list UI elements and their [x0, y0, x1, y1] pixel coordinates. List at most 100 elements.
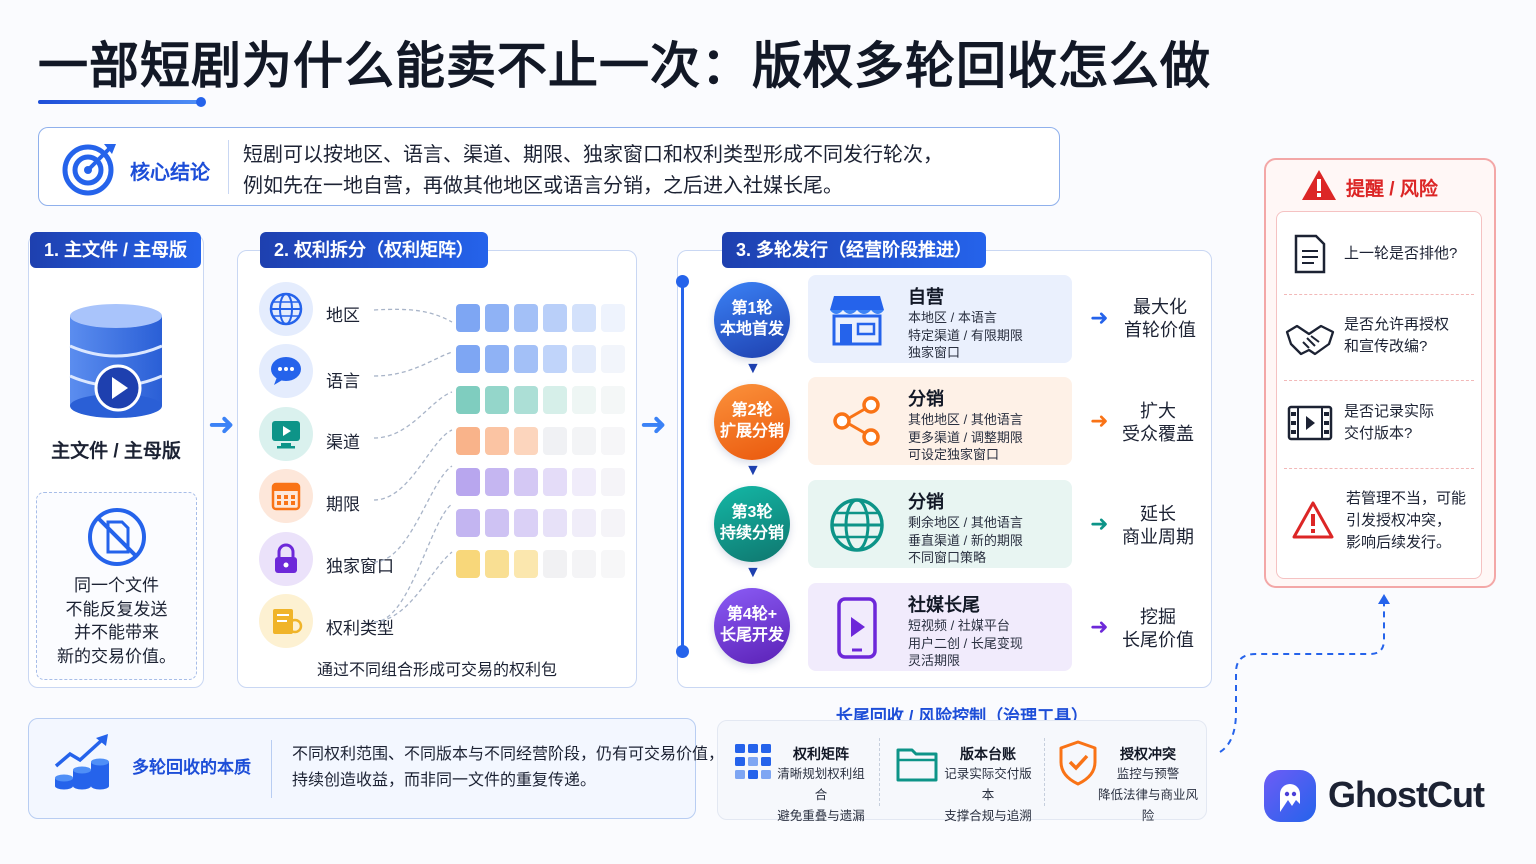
round-4-number: 第4轮+: [726, 606, 778, 623]
master-file-label: 主文件 / 主母版: [51, 441, 181, 462]
round-2-stage: 扩展分销: [719, 423, 784, 440]
rights-caption: 通过不同组合形成可交易的权利包: [316, 662, 557, 679]
tool-2-line-2: 支撑合规与追溯: [944, 809, 1032, 823]
round-4-title: 社媒长尾: [908, 595, 980, 615]
round-4-line-1: 短视频 / 社媒平台: [908, 618, 1010, 633]
essence-line-1: 不同权利范围、不同版本与不同经营阶段，仍有可交易价值，: [292, 746, 725, 763]
round-1-line-3: 独家窗口: [908, 345, 961, 360]
round-3-line-2: 垂直渠道 / 新的期限: [908, 532, 1023, 548]
round-3-line-1: 剩余地区 / 其他语言: [908, 515, 1023, 530]
rights-connector-lines: [373, 308, 453, 623]
round-2-line-2: 更多渠道 / 调整期限: [908, 429, 1023, 445]
round-2-line-3: 可设定独家窗口: [908, 447, 1000, 462]
core-line-2: 例如先在一地自营，再做其他地区或语言分销，之后进入社媒长尾。: [243, 175, 843, 197]
arrow-right-icon: ➜: [1090, 511, 1109, 536]
round-3-outcome-2: 商业周期: [1122, 527, 1194, 547]
essence-text: 不同权利范围、不同版本与不同经营阶段，仍有可交易价值， 持续创造收益，而非同一文…: [292, 742, 724, 794]
tool-license-conflict: 授权冲突 监控与预警 降低法律与商业风险: [1094, 744, 1202, 827]
round-1-line-1: 本地区 / 本语言: [908, 310, 997, 325]
core-line-1: 短剧可以按地区、语言、渠道、期限、独家窗口和权利类型形成不同发行轮次，: [243, 144, 943, 166]
round-4-line-3: 灵活期限: [908, 653, 961, 668]
ghostcut-logo-icon: [1264, 770, 1316, 822]
risk-header: 提醒 / 风险: [1346, 179, 1438, 200]
warning-icon: [1292, 501, 1334, 539]
risk-item-4-line-1: 若管理不当，可能: [1346, 490, 1467, 507]
chat-bubble-icon: [259, 344, 313, 398]
risk-item-4: 若管理不当，可能 引发授权冲突， 影响后续发行。: [1346, 488, 1466, 554]
round-3-number: 第3轮: [731, 504, 773, 521]
rights-item-channel: 渠道: [326, 433, 360, 452]
tool-3-title: 授权冲突: [1120, 746, 1176, 762]
target-icon: [62, 144, 116, 196]
round-1-title: 自营: [908, 287, 944, 307]
arrow-right-icon: ➜: [640, 406, 667, 442]
arrow-down-icon: ▼: [745, 462, 761, 479]
risk-item-3-line-1: 是否记录实际: [1344, 403, 1435, 420]
storefront-icon: [830, 296, 884, 346]
essence-divider: [271, 740, 272, 798]
risk-item-1: 上一轮是否排他?: [1344, 245, 1458, 262]
grid-matrix-icon: [735, 744, 771, 779]
round-3-line-3: 不同窗口策略: [908, 550, 987, 565]
risk-item-2-line-1: 是否允许再授权: [1344, 316, 1450, 333]
tool-rights-matrix: 权利矩阵 清晰规划权利组合 避免重叠与遗漏: [776, 744, 866, 827]
tool-divider: [879, 738, 880, 806]
core-conclusion-box: [38, 127, 1060, 206]
rights-item-language: 语言: [326, 372, 360, 391]
round-3-detail: 分销 剩余地区 / 其他语言 垂直渠道 / 新的期限 不同窗口策略: [908, 488, 1023, 567]
tool-3-line-1: 监控与预警: [1116, 767, 1180, 781]
smartphone-icon: [837, 597, 877, 659]
round-2-title: 分销: [908, 389, 944, 409]
rights-matrix: [456, 304, 625, 578]
risk-item-3: 是否记录实际 交付版本?: [1344, 401, 1434, 445]
tools-box: [717, 720, 1207, 820]
section-2-header: 2. 权利拆分（权利矩阵）: [260, 232, 489, 268]
tool-1-title: 权利矩阵: [793, 746, 849, 762]
risk-divider: [1284, 380, 1474, 381]
risk-item-3-line-2: 交付版本?: [1344, 425, 1413, 442]
risk-item-4-line-3: 影响后续发行。: [1346, 534, 1452, 551]
timeline-start-dot: [676, 275, 689, 288]
rights-item-region: 地区: [326, 306, 360, 325]
round-4-line-2: 用户二创 / 长尾变现: [908, 635, 1023, 651]
film-icon: [1287, 405, 1333, 441]
section-3-header: 3. 多轮发行（经营阶段推进）: [722, 232, 987, 268]
tool-2-title: 版本台账: [960, 746, 1016, 762]
round-3-outcome: 延长 商业周期: [1108, 503, 1208, 549]
round-2-card: [808, 377, 1072, 465]
essence-box: [28, 718, 696, 819]
core-conclusion-text: 短剧可以按地区、语言、渠道、期限、独家窗口和权利类型形成不同发行轮次， 例如先在…: [243, 140, 943, 202]
round-1-outcome-1: 最大化: [1133, 297, 1187, 317]
tool-1-line-1: 清晰规划权利组合: [777, 767, 865, 802]
tool-1-line-2: 避免重叠与遗漏: [777, 809, 865, 823]
round-4-detail: 社媒长尾 短视频 / 社媒平台 用户二创 / 长尾变现 灵活期限: [908, 591, 1023, 670]
handshake-icon: [1285, 324, 1335, 356]
rights-item-rights-type: 权利类型: [326, 619, 394, 638]
round-3-title: 分销: [908, 492, 944, 512]
section-1-header: 1. 主文件 / 主母版: [30, 232, 202, 268]
globe-icon: [259, 282, 313, 336]
tool-version-ledger: 版本台账 记录实际交付版本 支撑合规与追溯: [940, 744, 1036, 827]
arrow-down-icon: ▼: [745, 360, 761, 377]
document-icon: [1294, 234, 1326, 274]
share-icon: [833, 396, 880, 446]
round-4-stage: 长尾开发: [719, 627, 784, 644]
page-title: 一部短剧为什么能卖不止一次：版权多轮回收怎么做: [38, 38, 1211, 94]
risk-item-2: 是否允许再授权 和宣传改编?: [1344, 314, 1449, 358]
timeline-end-dot: [676, 645, 689, 658]
round-1-detail: 自营 本地区 / 本语言 特定渠道 / 有限期限 独家窗口: [908, 283, 1023, 362]
round-2-outcome-1: 扩大: [1140, 401, 1176, 421]
lock-icon: [259, 532, 313, 586]
round-1-stage: 本地首发: [719, 321, 784, 338]
round-1-outcome: 最大化 首轮价值: [1110, 296, 1210, 342]
round-2-number: 第2轮: [731, 402, 773, 419]
risk-divider: [1284, 468, 1474, 469]
shield-check-icon: [1059, 740, 1097, 786]
tool-divider: [1044, 738, 1045, 806]
rights-item-term: 期限: [326, 495, 360, 514]
round-1-number: 第1轮: [731, 300, 773, 317]
arrow-down-icon: ▼: [745, 564, 761, 581]
round-2-outcome: 扩大 受众覆盖: [1108, 400, 1208, 446]
round-1-outcome-2: 首轮价值: [1124, 320, 1196, 340]
monitor-icon: [259, 407, 313, 461]
